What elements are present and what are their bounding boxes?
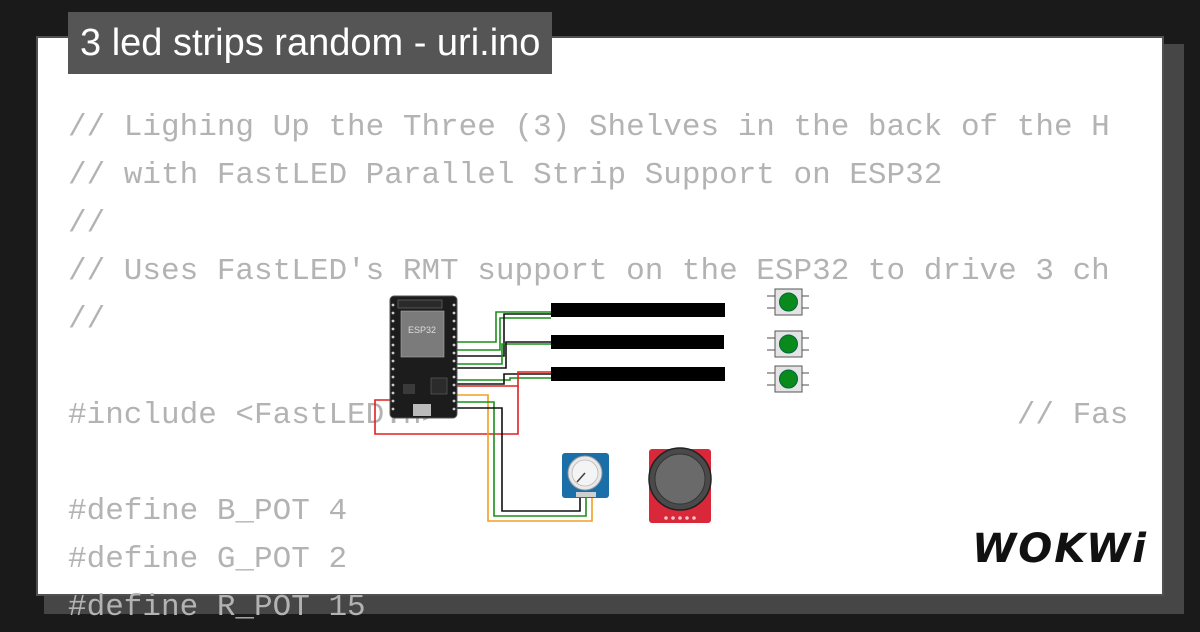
wire-black-4: [455, 407, 581, 512]
wire-green-5: [455, 401, 587, 517]
wire-black-3: [455, 373, 551, 385]
wire-red-1: [455, 371, 551, 387]
wire-green-1: [455, 311, 551, 343]
code-line: // with FastLED Parallel Strip Support o…: [68, 158, 943, 193]
code-line: //: [68, 302, 106, 337]
code-line: #define B_POT 4: [68, 494, 348, 529]
code-line: #define R_POT 15: [68, 590, 366, 625]
wire-orange-1: [455, 394, 593, 522]
push-button-2[interactable]: [767, 330, 809, 358]
push-button-3[interactable]: [767, 365, 809, 393]
joystick[interactable]: [648, 447, 712, 523]
led-strip-1[interactable]: [551, 303, 725, 317]
led-strip-3[interactable]: [551, 367, 725, 381]
push-button-1[interactable]: [767, 288, 809, 316]
esp32-board[interactable]: ESP32: [389, 295, 458, 419]
wire-red-2: [374, 386, 519, 435]
code-editor: // Lighing Up the Three (3) Shelves in t…: [68, 104, 1134, 632]
potentiometer[interactable]: [562, 453, 609, 498]
esp32-pins: [391, 303, 456, 411]
wires: [374, 311, 593, 522]
wire-green-3: [455, 343, 551, 365]
code-line: //: [68, 206, 106, 241]
code-line: // Lighing Up the Three (3) Shelves in t…: [68, 110, 1110, 145]
code-line: #define G_POT 2: [68, 542, 348, 577]
wire-black-2: [455, 341, 551, 369]
wire-green-4: [455, 377, 551, 381]
esp32-label: ESP32: [408, 325, 436, 335]
led-strip-2[interactable]: [551, 335, 724, 349]
joystick-pins: [664, 516, 696, 520]
wire-black-1: [455, 313, 551, 357]
code-line: // Uses FastLED's RMT support on the ESP…: [68, 254, 1110, 289]
wokwi-logo: WOKWi: [972, 526, 1148, 572]
wire-green-2: [455, 317, 551, 351]
project-title[interactable]: 3 led strips random - uri.ino: [68, 12, 553, 74]
